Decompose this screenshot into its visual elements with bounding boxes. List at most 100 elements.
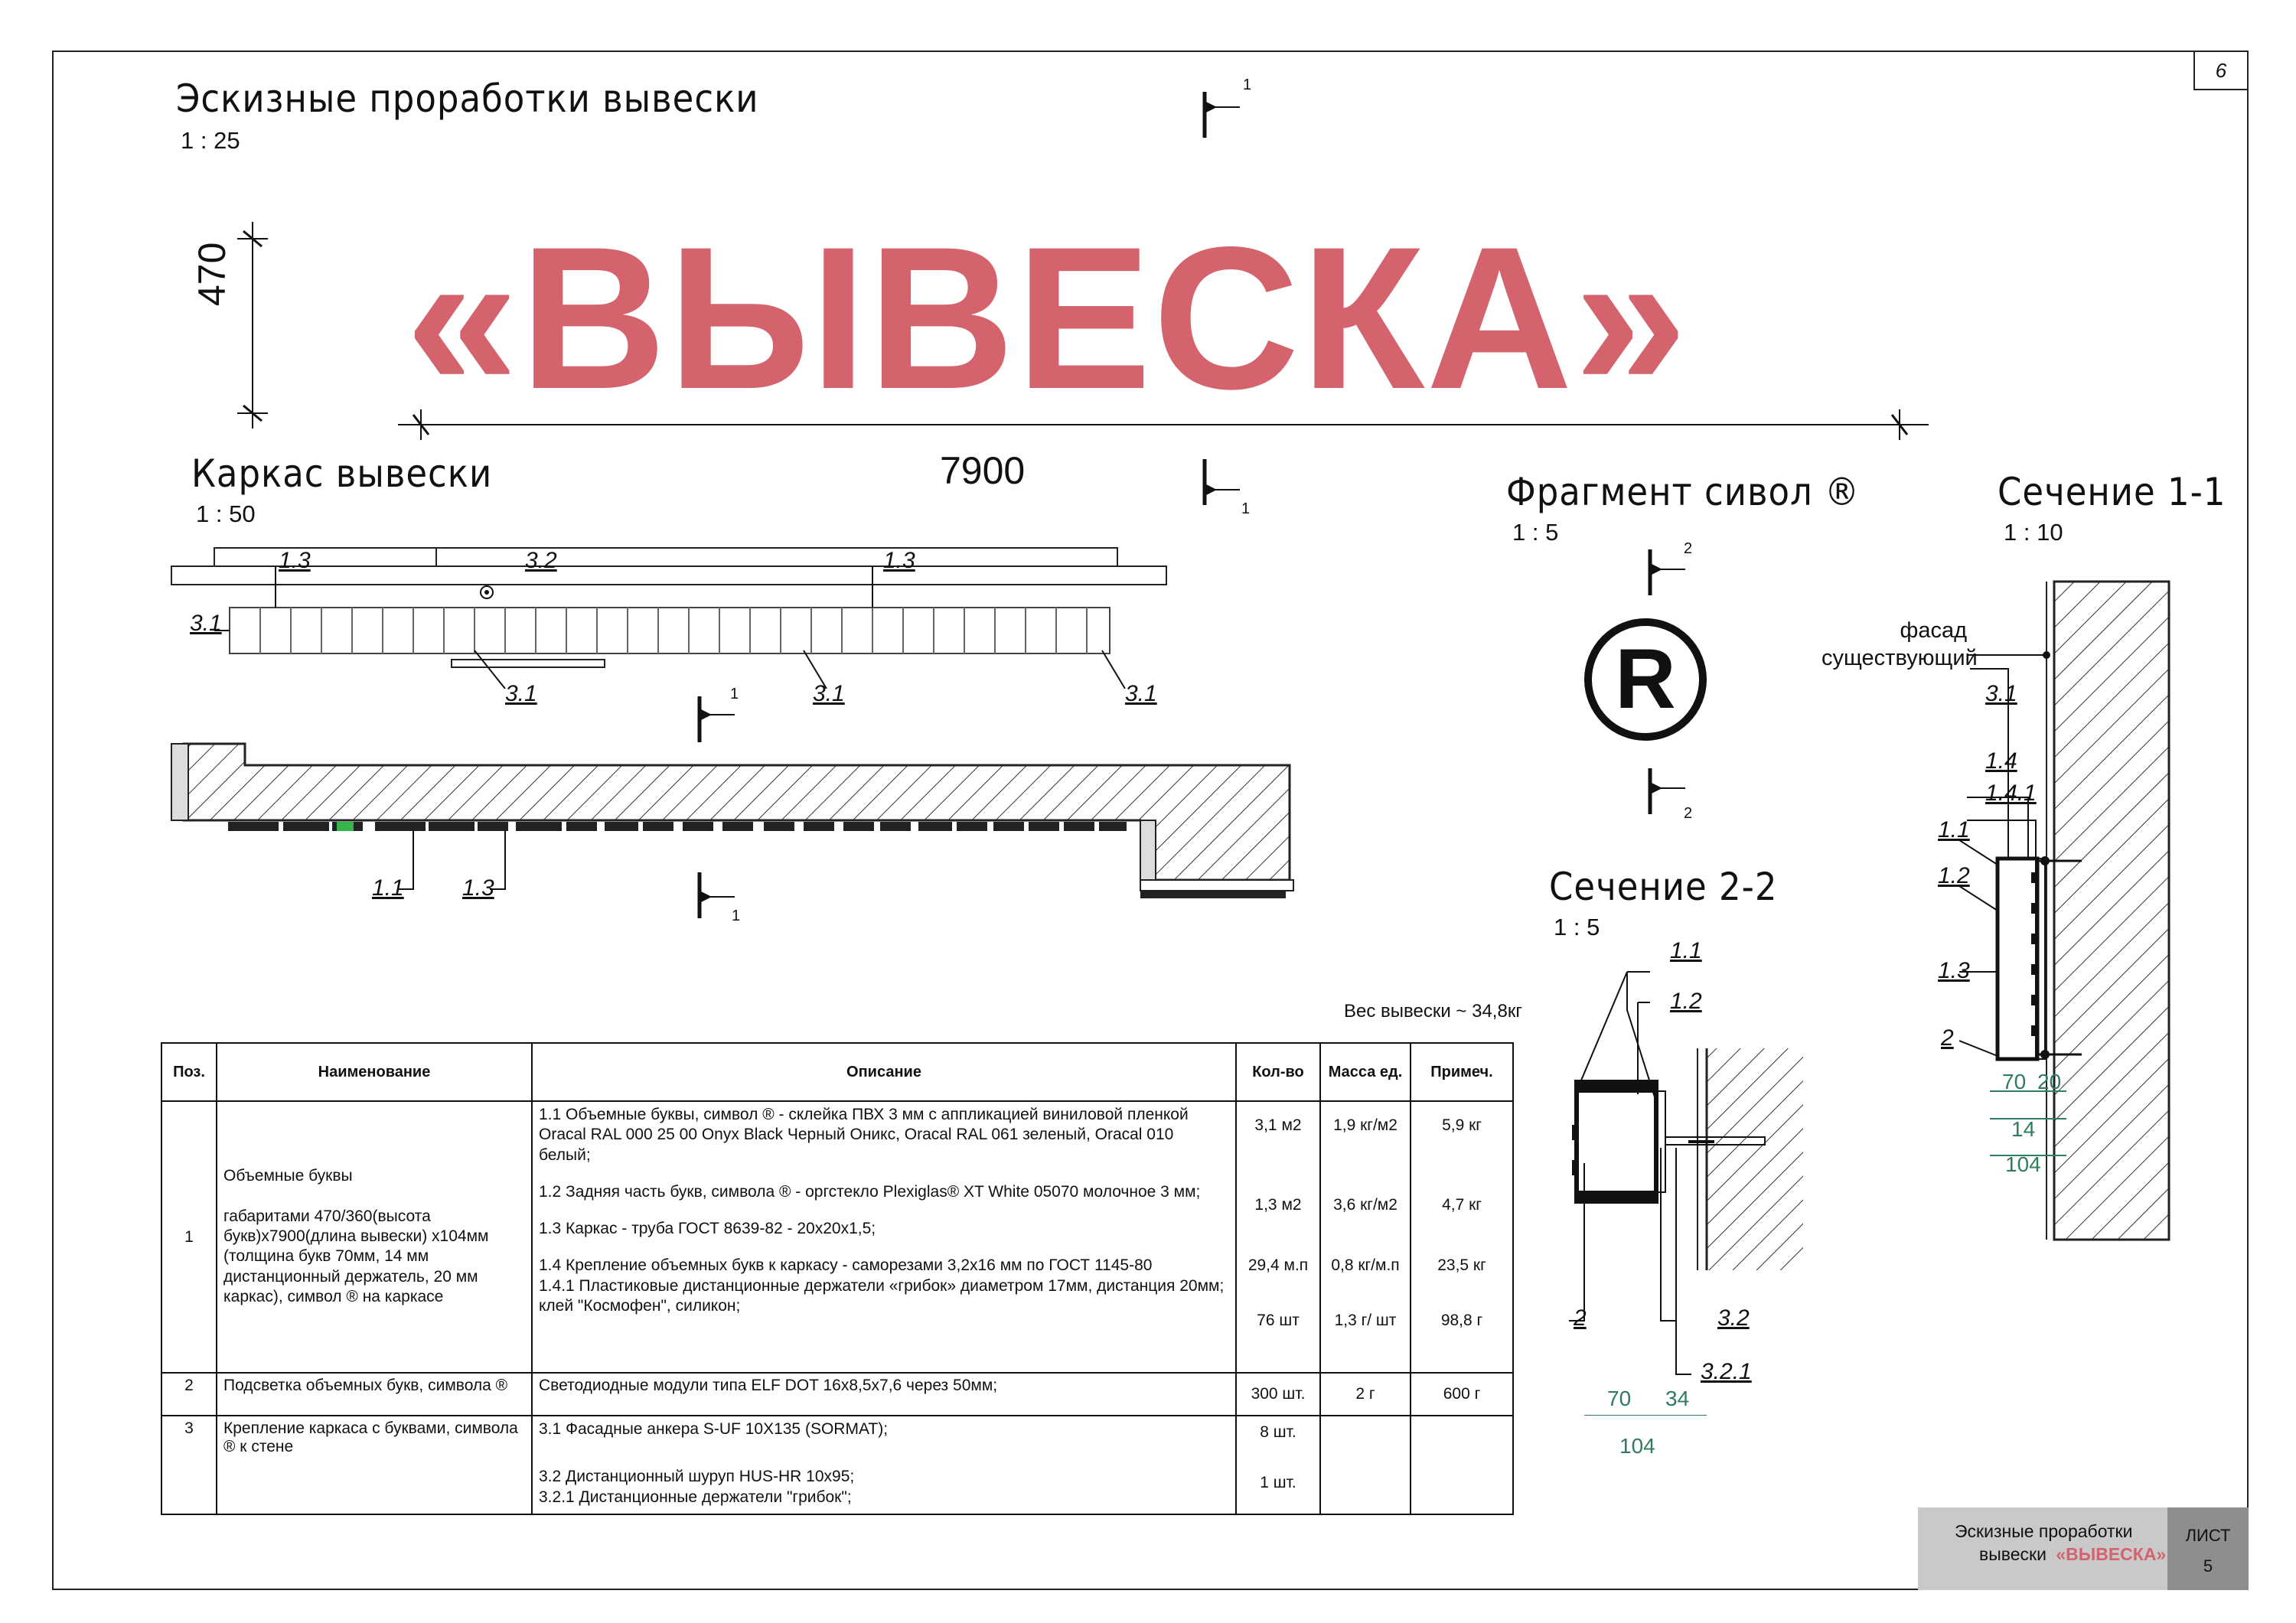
row3-mass [1319,1415,1411,1515]
frame-label-13b: 1.3 [883,548,915,573]
s22-label-2: 2 [1574,1305,1587,1331]
stamp-line1: Эскизные проработки [1955,1521,2133,1541]
sketch-title: Эскизные проработки вывески [176,77,759,121]
row2-note: 600 г [1410,1372,1514,1416]
row1-m2: 3,6 кг/м2 [1333,1196,1397,1214]
row1-q1: 3,1 м2 [1254,1116,1302,1134]
fragment-scale: 1 : 5 [1512,519,1559,546]
s22-label-321: 3.2.1 [1701,1359,1752,1384]
th-pos: Поз. [161,1042,217,1102]
row1-desc-4: 1.4 Крепление объемных букв к каркасу - … [539,1256,1153,1275]
s11-dim-20: 20 [2037,1070,2062,1093]
fragment-cut-bottom-label: 2 [1684,805,1693,822]
registered-symbol-letter: R [1615,632,1676,726]
row1-qty: 3,1 м2 1,3 м2 29,4 м.п 76 шт [1235,1100,1321,1374]
row2-pos: 2 [161,1372,217,1416]
frame-label-31a: 3.1 [190,611,222,636]
cut-mark-plan-bottom [697,872,735,918]
width-dim-label: 7900 [940,449,1026,492]
row1-name-b: габаритами 470/360(высота букв)х7900(дли… [223,1207,489,1305]
row3-qty: 8 шт. 1 шт. [1235,1415,1321,1515]
row1-desc-2: 1.2 Задняя часть букв, символа ® - оргст… [539,1182,1201,1201]
row3-desc-2: 3.2 Дистанционный шуруп HUS-HR 10х95; [539,1468,855,1486]
s11-dim-104: 104 [2005,1152,2041,1176]
row2-qty: 300 шт. [1235,1372,1321,1416]
s11-label-141: 1.4.1 [1985,781,2037,806]
s22-dim-104: 104 [1619,1434,1655,1458]
sheet-frame [52,51,2249,1590]
title-stamp: Эскизные проработки вывески «ВЫВЕСКА» [1918,1507,2167,1590]
plan-label-13: 1.3 [462,875,494,901]
section11-scale: 1 : 10 [2004,519,2063,546]
s11-label-2: 2 [1941,1025,1954,1051]
sign-weight: Вес вывески ~ 34,8кг [1344,1001,1523,1022]
row1-n3: 23,5 кг [1437,1256,1486,1274]
page-number-box: 6 [2193,51,2249,90]
s22-label-12: 1.2 [1670,989,1702,1014]
registered-symbol-icon: R [1584,618,1707,741]
section22-scale: 1 : 5 [1554,914,1600,940]
frame-label-31c: 3.1 [813,681,845,706]
row3-desc-3: 3.2.1 Дистанционные держатели "грибок"; [539,1488,852,1506]
sign-text: «ВЫВЕСКА» [406,205,1689,432]
section22-title: Сечение 2-2 [1549,865,1778,909]
th-qty: Кол-во [1235,1042,1321,1102]
spec-table: Поз. Наименование Описание Кол-во Масса … [161,1042,1514,1515]
row1-m1: 1,9 кг/м2 [1333,1116,1397,1134]
row1-desc-3: 1.3 Каркас - труба ГОСТ 8639-82 - 20х20х… [539,1220,876,1237]
row1-pos: 1 [161,1100,217,1374]
stamp-sheet-label: ЛИСТ [2185,1526,2231,1545]
sketch-scale: 1 : 25 [181,127,240,154]
row1-name-a: Объемные буквы [223,1166,353,1185]
th-mass: Масса ед. [1319,1042,1411,1102]
row1-m3: 0,8 кг/м.п [1331,1256,1400,1274]
fragment-cut-top [1648,549,1685,595]
s22-label-11: 1.1 [1670,938,1702,963]
cut-mark-plan-top [697,696,735,742]
row1-n4: 98,8 г [1440,1311,1483,1329]
cut-mark-top [1202,92,1240,138]
row1-q2: 1,3 м2 [1254,1196,1302,1214]
s11-label-13: 1.3 [1938,958,1970,983]
fragment-title: Фрагмент сивол ® [1506,470,1861,514]
row1-note: 5,9 кг 4,7 кг 23,5 кг 98,8 г [1410,1100,1514,1374]
frame-scale: 1 : 50 [196,500,256,527]
row3-desc-1: 3.1 Фасадные анкера S-UF 10X135 (SORMAT)… [539,1420,889,1438]
s22-label-32: 3.2 [1717,1305,1750,1331]
row1-n2: 4,7 кг [1442,1196,1482,1214]
th-desc: Описание [531,1042,1237,1102]
row1-desc-1: 1.1 Объемные буквы, символ ® - склейка П… [539,1106,1189,1164]
cut-mark-top-label: 1 [1243,77,1252,93]
table-row: 1 Объемные буквы габаритами 470/360(высо… [161,1100,1514,1374]
frame-label-31d: 3.1 [1125,681,1157,706]
cut-mark-mid [1202,459,1240,505]
th-note: Примеч. [1410,1042,1514,1102]
plan-label-11: 1.1 [372,875,404,901]
s22-dim-70: 70 [1607,1387,1632,1410]
row1-mass: 1,9 кг/м2 3,6 кг/м2 0,8 кг/м.п 1,3 г/ шт [1319,1100,1411,1374]
row1-desc-5: 1.4.1 Пластиковые дистанционные держател… [539,1276,1225,1315]
section11-title: Сечение 1-1 [1998,470,2226,514]
s11-dim-14: 14 [2011,1117,2036,1141]
stamp-line2-wrap: вывески «ВЫВЕСКА» [1979,1544,2166,1565]
frame-label-32: 3.2 [525,548,557,573]
s11-label-11: 1.1 [1938,817,1970,842]
section11-drawing [1959,580,2170,1241]
row2-mass: 2 г [1319,1372,1411,1416]
row2-name: Подсветка объемных букв, символа ® [216,1372,533,1416]
row3-pos: 3 [161,1415,217,1515]
cut-mark-mid-label: 1 [1241,500,1251,517]
facade-note: фасад существующий [1821,618,1978,671]
cut-mark-plan-bottom-label: 1 [732,908,741,924]
frame-label-13a: 1.3 [279,548,311,573]
table-row: 3 Крепление каркаса с буквами, символа ®… [161,1415,1514,1515]
row1-desc: 1.1 Объемные буквы, символ ® - склейка П… [531,1100,1237,1374]
cut-mark-plan-top-label: 1 [730,686,739,702]
row3-q2: 1 шт. [1260,1474,1296,1492]
row2-desc: Светодиодные модули типа ELF DOT 16х8,5х… [531,1372,1237,1416]
row3-desc: 3.1 Фасадные анкера S-UF 10X135 (SORMAT)… [531,1415,1237,1515]
row3-name: Крепление каркаса с буквами, символа ® к… [216,1415,533,1515]
table-header-row: Поз. Наименование Описание Кол-во Масса … [161,1042,1514,1102]
fragment-cut-top-label: 2 [1684,540,1693,557]
height-dim-label: 470 [191,242,233,306]
